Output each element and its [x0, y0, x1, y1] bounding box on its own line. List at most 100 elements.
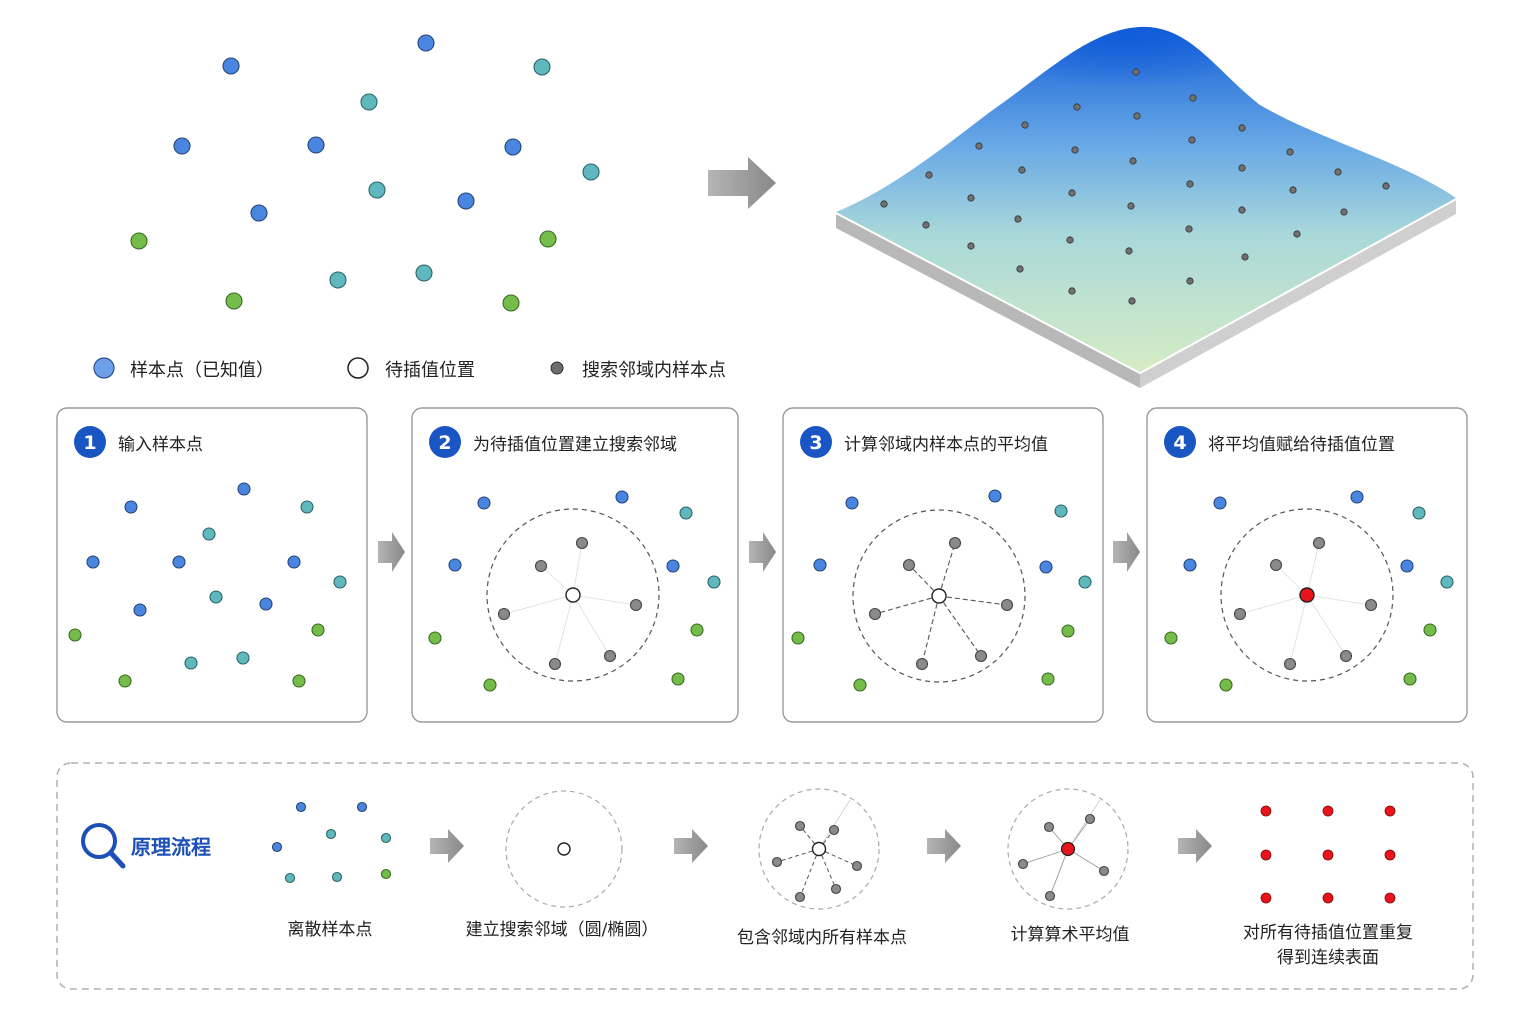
- neighbor-link: [572, 542, 583, 596]
- flow-output-point: [1260, 805, 1272, 817]
- sample-point: [679, 506, 693, 520]
- sample-point: [1164, 631, 1178, 645]
- sample-point: [184, 656, 198, 670]
- step-badge: [800, 426, 832, 458]
- surface-point: [925, 171, 933, 179]
- search-neighborhood-circle: [486, 508, 660, 682]
- sample-point: [1213, 496, 1227, 510]
- sample-point: [845, 496, 859, 510]
- neighbor-point: [948, 536, 962, 550]
- panel-1-points: [68, 482, 347, 688]
- flow-neighbor-link: [818, 848, 837, 890]
- sample-point: [130, 232, 148, 250]
- legend-target-label: 待插值位置: [385, 360, 475, 381]
- surface-point: [1238, 164, 1246, 172]
- sample-point: [428, 631, 442, 645]
- sample-point: [415, 264, 433, 282]
- sample-point: [539, 230, 557, 248]
- sample-point: [457, 192, 475, 210]
- step-arrow-icon: [378, 532, 405, 572]
- flow-output-point: [1322, 892, 1334, 904]
- sample-point: [791, 631, 805, 645]
- legend-neighbor-label: 搜索邻域内样本点: [582, 360, 726, 381]
- neighbor-link: [572, 594, 637, 606]
- flow-output-point: [1384, 892, 1396, 904]
- sample-point: [259, 597, 273, 611]
- sample-point: [1054, 504, 1068, 518]
- flow-sample-point: [380, 868, 392, 880]
- flow-box: [56, 762, 1474, 990]
- flow-arrow-icon: [674, 829, 708, 863]
- sample-point: [333, 575, 347, 589]
- surface-point: [1018, 166, 1026, 174]
- flow-output-point: [1322, 849, 1334, 861]
- surface-point: [1241, 253, 1249, 261]
- neighbor-point: [1364, 598, 1378, 612]
- sample-point: [1403, 672, 1417, 686]
- neighbor-link: [503, 594, 574, 615]
- neighbor-point: [915, 657, 929, 671]
- neighbor-link: [938, 595, 1008, 606]
- legend-sample-marker: [93, 357, 115, 379]
- sample-points-scatter: [130, 34, 600, 312]
- sample-point: [502, 294, 520, 312]
- sample-point: [477, 496, 491, 510]
- flow-arrow-icon: [430, 829, 464, 863]
- neighbor-link: [874, 595, 940, 615]
- sample-point: [360, 93, 378, 111]
- flow-neighbor-point: [794, 820, 806, 832]
- neighbor-link: [938, 595, 982, 657]
- flow-sample-point: [325, 828, 337, 840]
- sample-point: [582, 163, 600, 181]
- sample-point: [1039, 560, 1053, 574]
- sample-point: [133, 603, 147, 617]
- sample-point: [329, 271, 347, 289]
- flow-neighbor-point: [1084, 813, 1096, 825]
- sample-point: [173, 137, 191, 155]
- search-neighborhood-circle: [852, 509, 1026, 683]
- sample-point: [1350, 490, 1364, 504]
- neighbor-link: [1306, 594, 1372, 606]
- surface-point: [922, 221, 930, 229]
- surface-point: [1014, 215, 1022, 223]
- flow-outer-link: [818, 799, 851, 850]
- surface-point: [1125, 247, 1133, 255]
- flow-sample-point: [331, 871, 343, 883]
- surface-point: [1128, 297, 1136, 305]
- flow-caption: 建立搜索邻域（圆/椭圆）: [466, 920, 659, 940]
- sample-point: [671, 672, 685, 686]
- flow-sample-point: [271, 841, 283, 853]
- surface-point: [1382, 182, 1390, 190]
- step-badge: [1164, 426, 1196, 458]
- surface-point: [1073, 103, 1081, 111]
- neighbor-point: [534, 559, 548, 573]
- surface-point: [1340, 208, 1348, 216]
- flow-output-point: [1260, 892, 1272, 904]
- surface-point: [1066, 236, 1074, 244]
- surface-point: [1334, 168, 1342, 176]
- surface-point: [1238, 206, 1246, 214]
- neighbor-point: [1312, 536, 1326, 550]
- flow-target-location: [557, 842, 571, 856]
- magnifier-icon: [81, 823, 126, 869]
- flow-caption: 包含邻域内所有样本点: [737, 928, 907, 948]
- surface-top: [836, 26, 1456, 373]
- flow-neighbor-link: [1022, 848, 1069, 865]
- flow-neighbor-link: [1049, 848, 1069, 897]
- sample-point: [368, 181, 386, 199]
- flow-caption: 离散样本点: [288, 920, 373, 940]
- flow-neighbor-point: [1017, 858, 1029, 870]
- surface-point: [1293, 230, 1301, 238]
- step-title: 将平均值赋给待插值位置: [1208, 435, 1395, 455]
- sample-point: [1400, 559, 1414, 573]
- flow-interpolated-value: [1060, 841, 1076, 857]
- neighbor-point: [1000, 598, 1014, 612]
- flow-neighbor-point: [851, 860, 863, 872]
- flow-sample-point: [380, 832, 392, 844]
- sample-point: [1440, 575, 1454, 589]
- sample-point: [118, 674, 132, 688]
- flow-caption: 对所有待插值位置重复: [1243, 923, 1413, 943]
- sample-point: [202, 527, 216, 541]
